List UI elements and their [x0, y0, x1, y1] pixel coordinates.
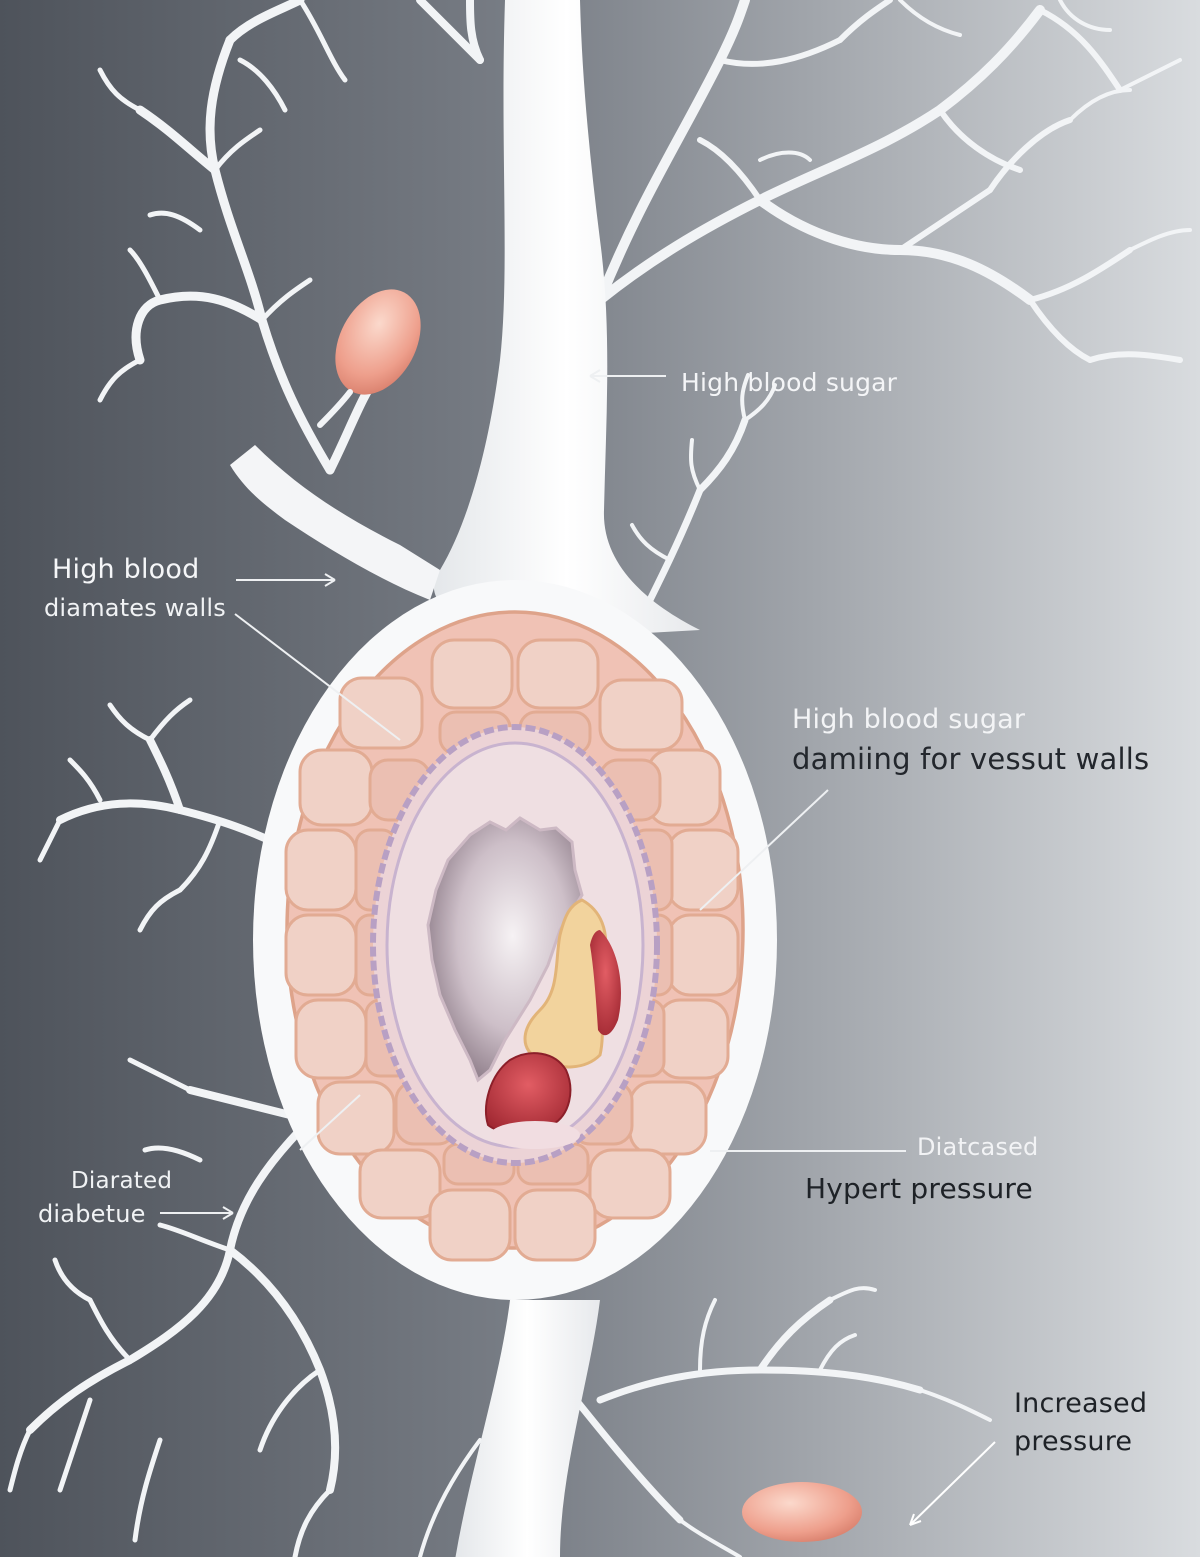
label-high-blood: High blood	[52, 554, 200, 585]
capillary-branches	[7, 0, 1192, 1557]
label-damage-title: High blood sugar	[792, 704, 1026, 735]
label-diabetue: diabetue	[38, 1200, 146, 1228]
callout-lines	[160, 369, 906, 1220]
vessel-lumen	[426, 816, 584, 1083]
label-increased: Increased	[1014, 1388, 1148, 1419]
label-pressure: pressure	[1014, 1426, 1133, 1457]
vessel-trunk-lower	[455, 1300, 600, 1557]
red-blood-cell-lower	[742, 1482, 862, 1542]
label-high-blood-sugar: High blood sugar	[681, 368, 898, 397]
label-diamates-walls: diamates walls	[44, 594, 226, 622]
vessel-trunk	[433, 0, 700, 640]
label-diarated: Diarated	[71, 1168, 173, 1194]
label-damage-description: damiing for vessut walls	[792, 742, 1150, 776]
blood-clot-upper	[590, 930, 621, 1036]
vessel-side-branch	[230, 445, 440, 600]
label-diseased: Diatcased	[917, 1133, 1039, 1161]
red-blood-cell-upper	[335, 289, 421, 395]
label-hypert-pressure: Hypert pressure	[805, 1172, 1033, 1205]
